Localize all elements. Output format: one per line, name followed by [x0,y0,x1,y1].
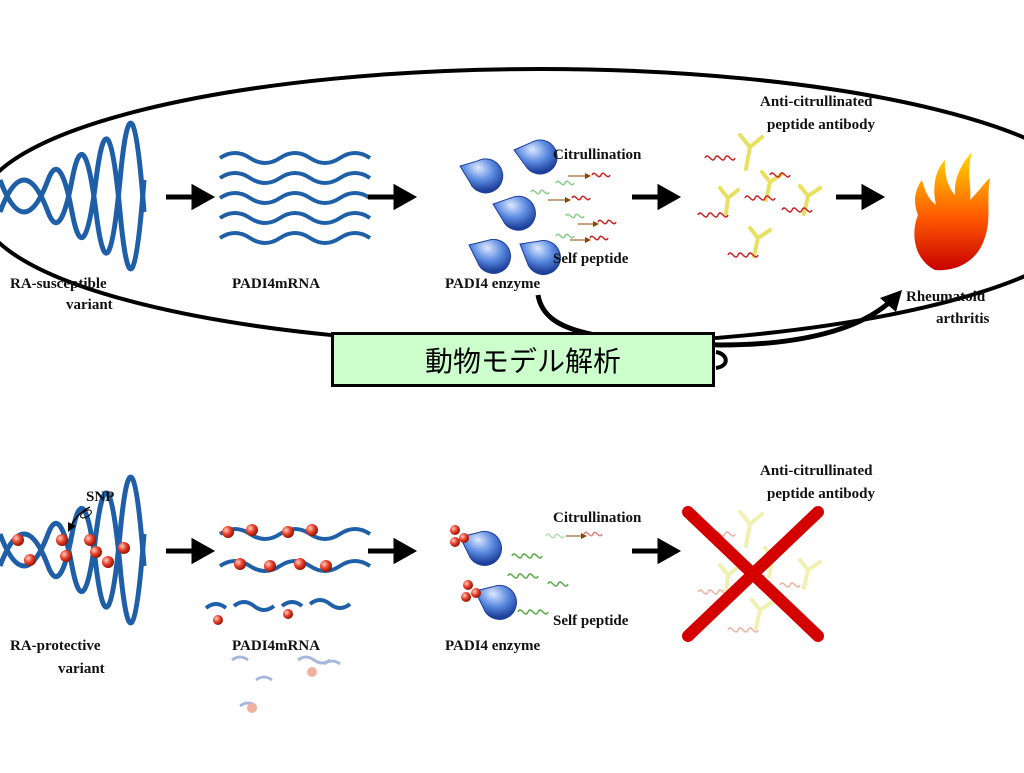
bottom-antibody-label-line1: Anti-citrullinated [760,463,873,479]
arrow-loop [715,350,728,370]
snp-pointer-arrow [67,506,91,533]
top-citrullination-label: Citrullination [553,147,642,163]
mrna-strands-top [218,151,372,245]
flow-arrows-bottom [166,537,682,565]
bottom-enzyme-label: PADI4 enzyme [445,638,541,654]
snp-label: SNP [86,489,115,505]
inflammation-flame [914,152,990,271]
bottom-citrullination-label: Citrullination [553,510,642,526]
peptides-top [530,172,617,243]
blocked-cross-mark [682,506,824,642]
top-antibody-label-line2: peptide antibody [767,117,875,133]
outcome-label-line1: Rheumatoid [906,289,986,305]
bottom-antibody-label-line2: peptide antibody [767,486,875,502]
outcome-label-line2: arthritis [936,311,990,327]
top-variant-label-line2: variant [66,297,113,313]
top-antibody-label-line1: Anti-citrullinated [760,94,873,110]
flow-arrows-top [166,183,886,211]
bottom-self-peptide-label: Self peptide [553,613,629,629]
top-mrna-label: PADI4mRNA [232,276,321,292]
degraded-beads [247,667,317,713]
bottom-variant-label-line1: RA-protective [10,638,101,654]
peptides-bottom [507,531,603,615]
antibody-cluster-top [697,133,822,258]
padi4-enzymes-bottom [459,530,517,620]
bottom-variant-label-line2: variant [58,661,105,677]
mrna-beads-bottom [213,524,332,625]
top-enzyme-label: PADI4 enzyme [445,276,541,292]
enzyme-to-ra-arrowhead [880,290,902,312]
snp-beads-dna [12,534,130,568]
top-variant-label-line1: RA-susceptible [10,276,107,292]
dna-helix-top [0,120,147,272]
padi4-enzymes-top [459,139,561,275]
bottom-mrna-label: PADI4mRNA [232,638,321,654]
degraded-mrna [231,655,341,708]
snp-pointer-loop [80,509,92,519]
mrna-strands-bottom [204,527,372,612]
enzyme-to-ra-curved-arrow [535,294,894,348]
enzyme-bound-beads [450,525,481,602]
animal-model-analysis-box: 動物モデル解析 [331,332,715,387]
top-self-peptide-label: Self peptide [553,251,629,267]
